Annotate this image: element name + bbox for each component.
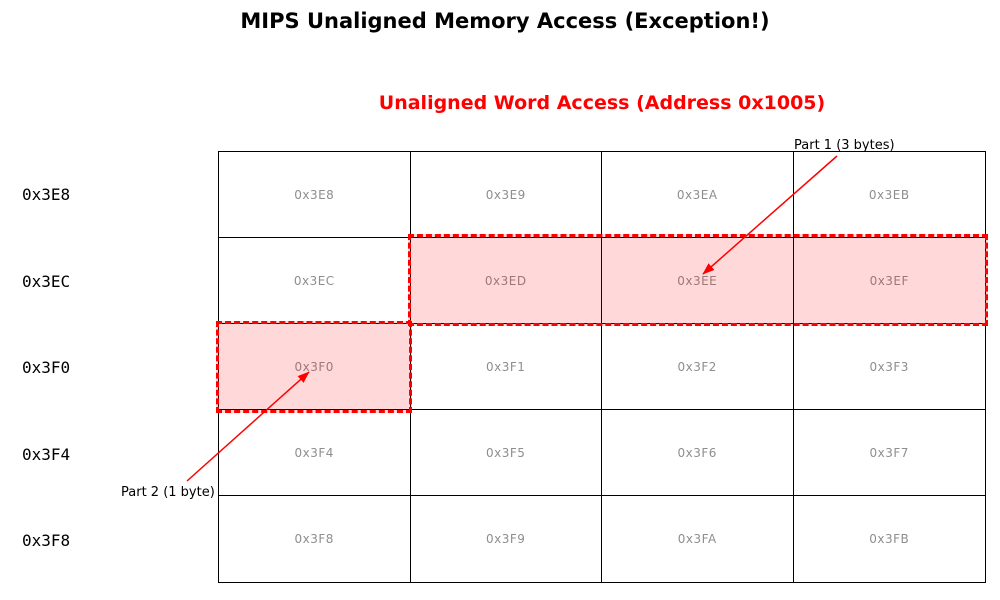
memory-cell: 0x3F3 bbox=[793, 324, 985, 410]
part2-highlight-region bbox=[216, 321, 412, 413]
memory-cell: 0x3F5 bbox=[410, 410, 602, 496]
row-label-0x3F0: 0x3F0 bbox=[22, 357, 71, 377]
part1-annotation-label: Part 1 (3 bytes) bbox=[794, 138, 895, 153]
memory-cell: 0x3F4 bbox=[219, 410, 411, 496]
memory-cell: 0x3F8 bbox=[219, 496, 411, 582]
memory-cell: 0x3EC bbox=[219, 238, 411, 324]
part1-highlight-region bbox=[408, 234, 988, 326]
memory-grid: 0x3E8 0x3E9 0x3EA 0x3EB 0x3EC 0x3ED 0x3E… bbox=[218, 151, 986, 583]
row-label-0x3E8: 0x3E8 bbox=[22, 184, 71, 204]
memory-cell: 0x3F7 bbox=[793, 410, 985, 496]
memory-cell: 0x3FA bbox=[602, 496, 794, 582]
memory-cell: 0x3EA bbox=[602, 152, 794, 238]
memory-cell: 0x3F2 bbox=[602, 324, 794, 410]
memory-cell: 0x3F1 bbox=[410, 324, 602, 410]
memory-cell: 0x3F6 bbox=[602, 410, 794, 496]
figure-subtitle: Unaligned Word Access (Address 0x1005) bbox=[378, 92, 826, 114]
memory-cell: 0x3E8 bbox=[219, 152, 411, 238]
figure-title: MIPS Unaligned Memory Access (Exception!… bbox=[240, 9, 770, 33]
memory-cell: 0x3E9 bbox=[410, 152, 602, 238]
part2-annotation-label: Part 2 (1 byte) bbox=[121, 485, 215, 500]
memory-cell: 0x3F9 bbox=[411, 496, 602, 582]
row-label-0x3EC: 0x3EC bbox=[22, 271, 71, 291]
row-label-0x3F8: 0x3F8 bbox=[22, 530, 71, 550]
memory-cell: 0x3FB bbox=[869, 532, 910, 546]
memory-cell: 0x3EB bbox=[793, 152, 985, 238]
row-label-0x3F4: 0x3F4 bbox=[22, 444, 71, 464]
